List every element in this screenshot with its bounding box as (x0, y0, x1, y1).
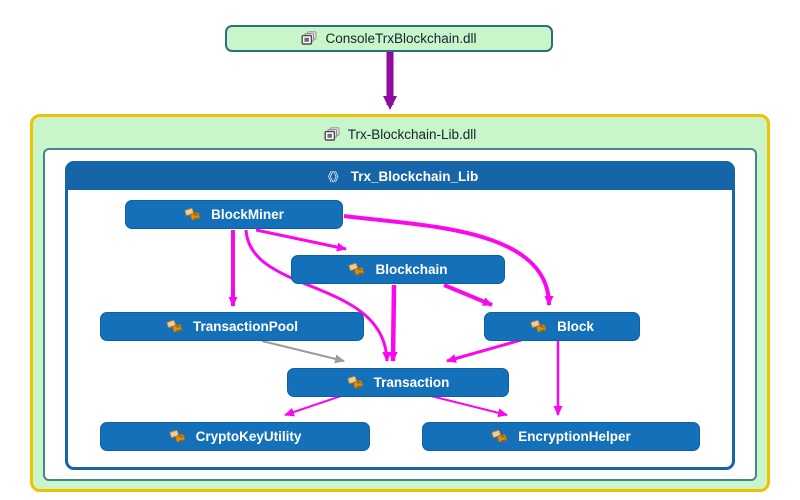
class-node-label: CryptoKeyUtility (195, 429, 302, 444)
class-node-label: BlockMiner (211, 207, 284, 222)
class-icon (347, 375, 363, 389)
edge-blockminer-to-block[interactable] (343, 214, 554, 306)
edge-transaction-to-cryptokeyutility[interactable] (284, 395, 342, 417)
edge-blockminer-to-blockchain[interactable] (255, 228, 347, 252)
edge-block-to-transaction[interactable] (446, 338, 522, 363)
class-icon (166, 319, 183, 333)
class-node-label: TransactionPool (192, 319, 299, 334)
edge-blockchain-to-transaction[interactable] (388, 284, 398, 362)
outer-container-header: Trx-Blockchain-Lib.dll (33, 121, 767, 147)
class-node-label: Block (557, 319, 594, 334)
edge-blockminer-to-transaction[interactable] (244, 229, 392, 362)
namespace-icon: 《》 (321, 170, 345, 184)
node-block[interactable]: Block (484, 312, 640, 341)
dll-icon (324, 126, 340, 141)
class-icon (169, 429, 185, 443)
top-node-label: ConsoleTrxBlockchain.dll (325, 31, 477, 46)
node-transactionpool[interactable]: TransactionPool (100, 312, 364, 341)
namespace-label: Trx_Blockchain_Lib (350, 169, 479, 184)
node-blockchain[interactable]: Blockchain (291, 255, 505, 284)
class-icon (530, 319, 547, 333)
node-encryptionhelper[interactable]: EncryptionHelper (422, 422, 700, 451)
edge-blockchain-to-block[interactable] (443, 283, 493, 307)
node-blockminer[interactable]: BlockMiner (125, 200, 343, 229)
node-consoletrxblockchain-dll[interactable]: ConsoleTrxBlockchain.dll (225, 25, 553, 52)
node-transaction[interactable]: Transaction (287, 368, 509, 397)
class-icon (349, 262, 365, 276)
edge-transactionpool-to-transaction[interactable] (261, 340, 345, 364)
edge-transaction-to-encryptionhelper[interactable] (430, 395, 508, 418)
class-icon (184, 207, 201, 221)
node-cryptokeyutility[interactable]: CryptoKeyUtility (100, 422, 370, 451)
dll-icon (301, 31, 317, 45)
class-node-label: Blockchain (375, 262, 448, 277)
outer-container-label: Trx-Blockchain-Lib.dll (347, 126, 477, 142)
class-node-label: EncryptionHelper (518, 429, 631, 444)
namespace-header: 《》 Trx_Blockchain_Lib (67, 163, 733, 190)
class-icon (491, 429, 508, 443)
class-node-label: Transaction (373, 375, 450, 390)
